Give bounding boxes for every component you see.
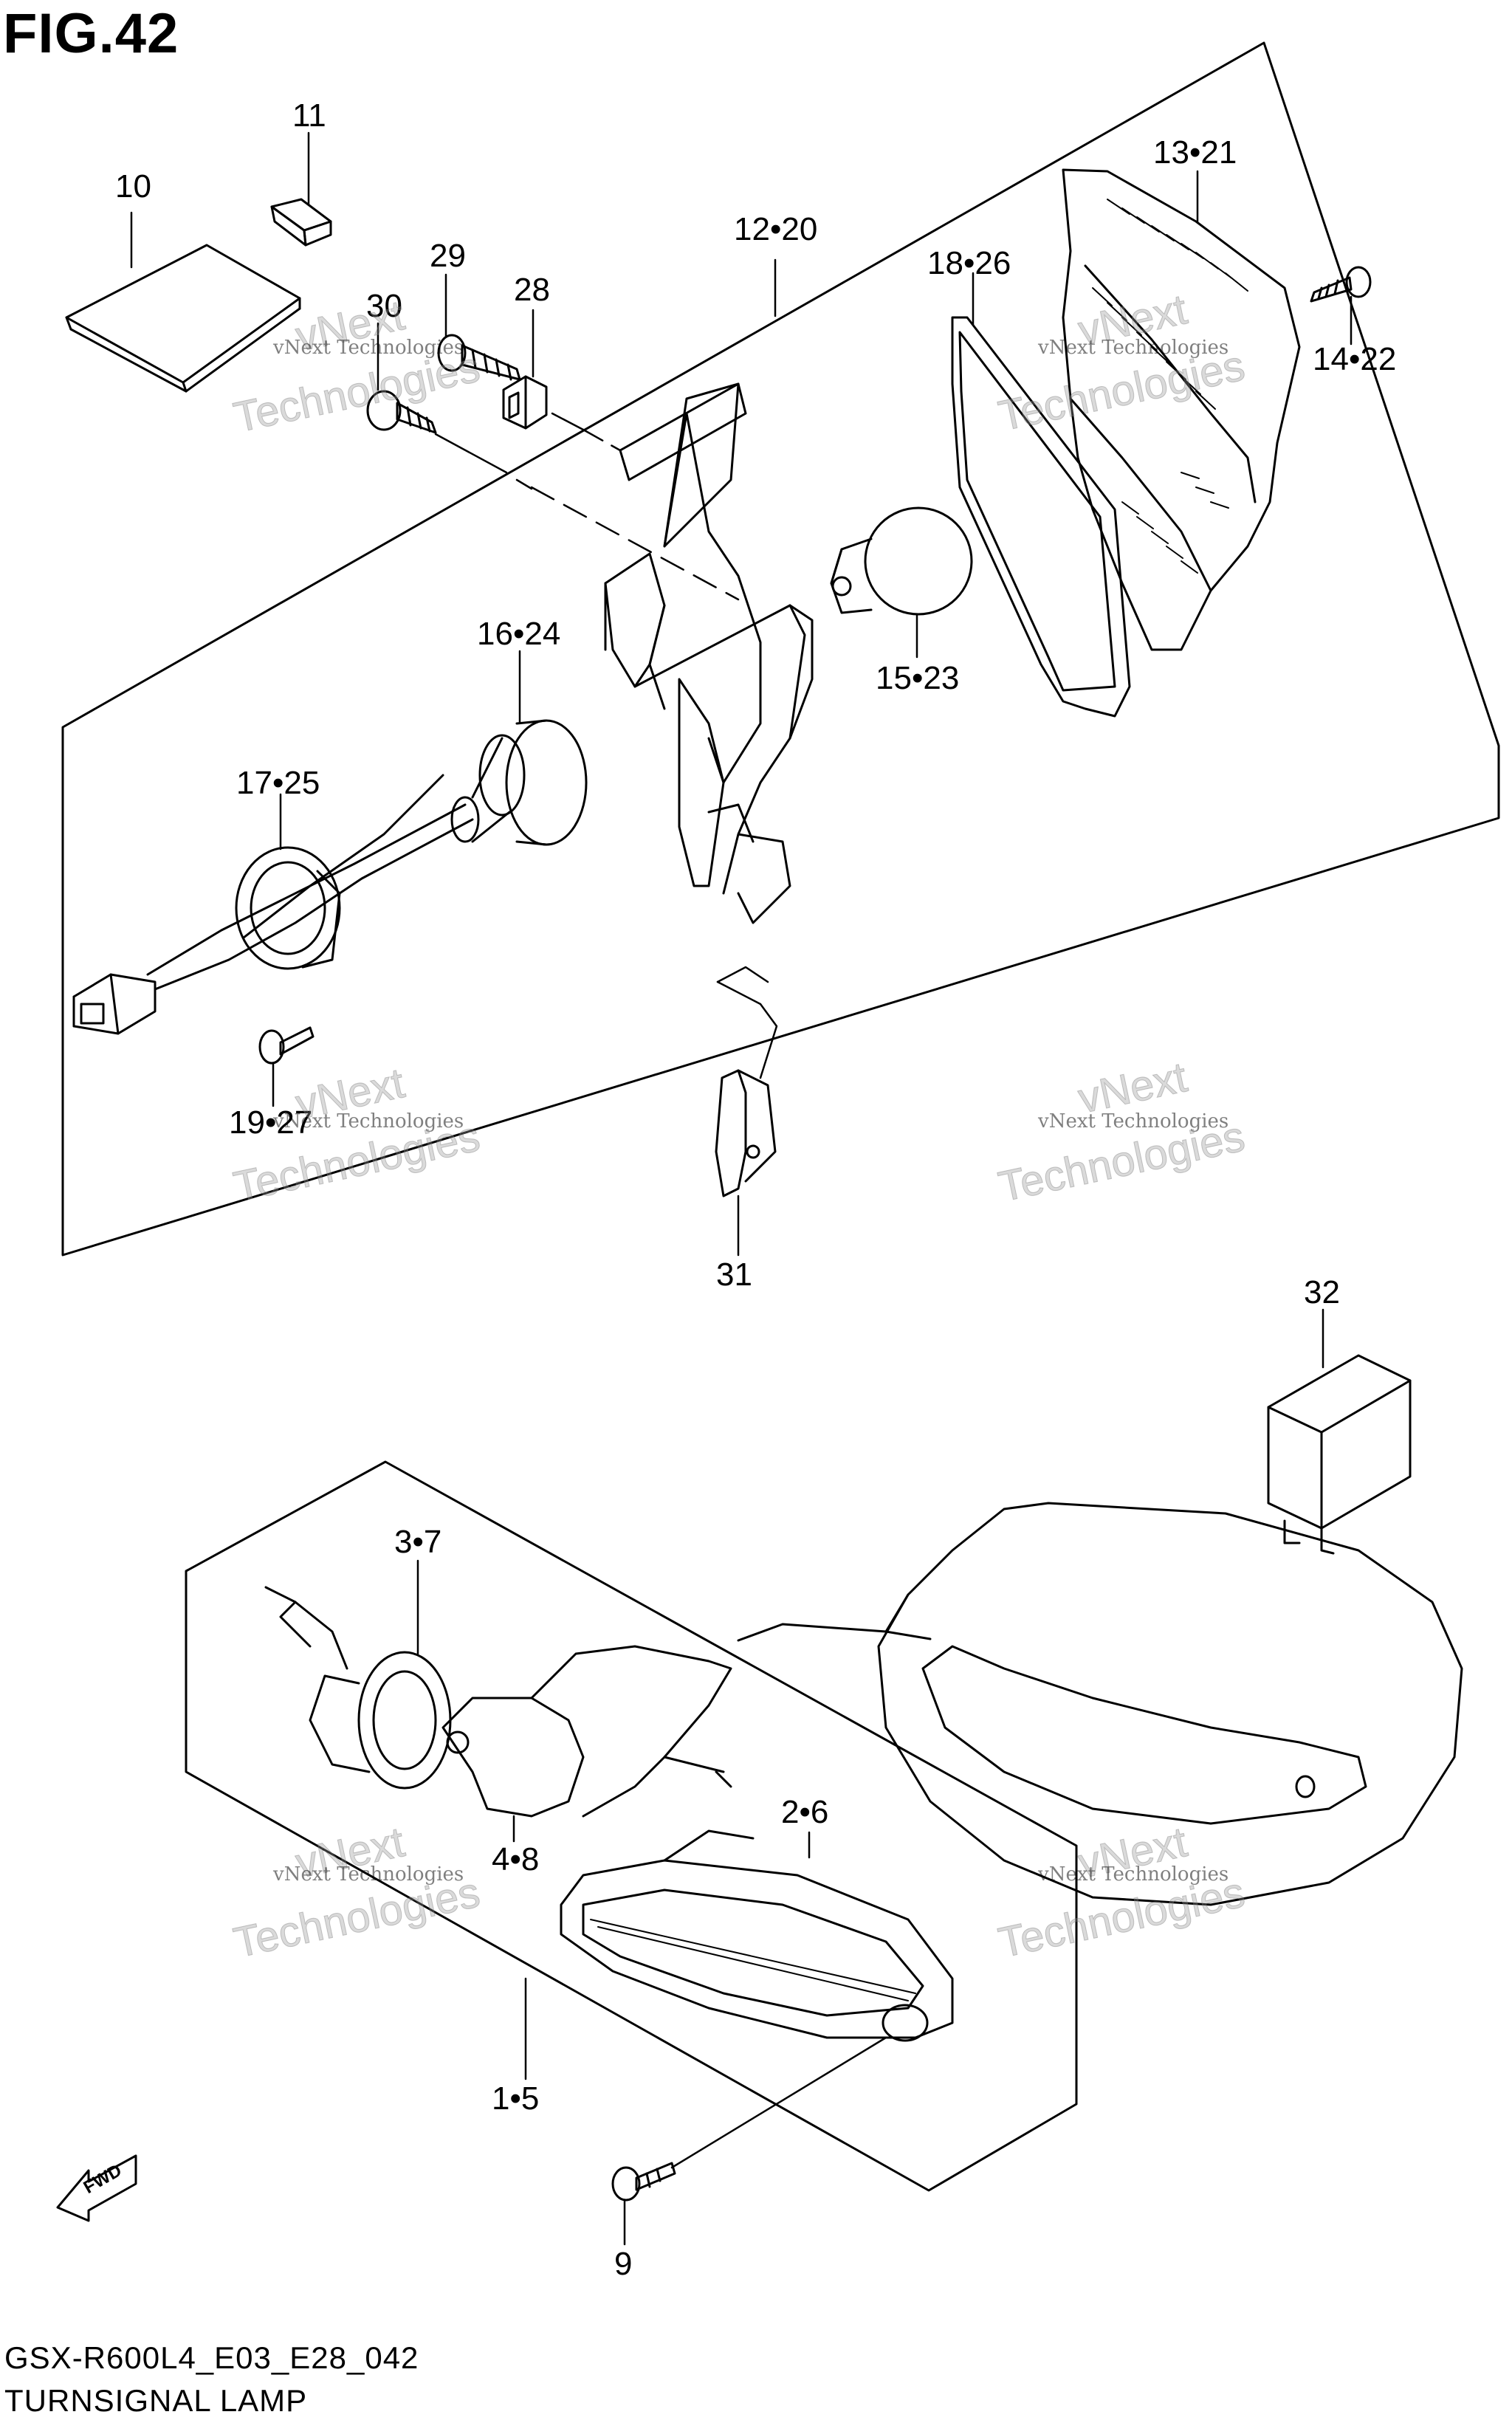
part-3-7-socket <box>266 1587 450 1788</box>
leader-31 <box>718 982 777 1078</box>
part-13-21-lens <box>1063 170 1299 650</box>
callout-31: 31 <box>716 1257 752 1293</box>
callout-1-5: 1•5 <box>492 2080 540 2117</box>
callout-3-7: 3•7 <box>394 1524 442 1560</box>
callout-9: 9 <box>614 2246 633 2282</box>
callout-29: 29 <box>430 238 466 274</box>
model-code: GSX-R600L4_E03_E28_042 <box>4 2340 419 2375</box>
part-18-26-gasket <box>952 317 1130 716</box>
callout-4-8: 4•8 <box>492 1841 540 1877</box>
callout-12-20: 12•20 <box>734 211 818 247</box>
callout-14-22: 14•22 <box>1313 341 1397 377</box>
figure-title: FIG.42 <box>3 2 179 65</box>
part-16-24-socket <box>452 721 586 845</box>
part-32-relay <box>1268 1355 1410 1553</box>
callout-30: 30 <box>366 288 402 324</box>
callout-28: 28 <box>514 272 550 308</box>
mirror-housing <box>738 1503 1462 1905</box>
upper-assembly-frame <box>63 43 1499 1255</box>
part-4-8-bulb <box>443 1698 583 1816</box>
callout-32: 32 <box>1304 1274 1340 1310</box>
callout-11: 11 <box>292 97 326 134</box>
part-31-clip <box>716 1070 775 1196</box>
callout-18-26: 18•26 <box>927 245 1011 281</box>
callout-16-24: 16•24 <box>477 616 561 652</box>
callout-13-21: 13•21 <box>1153 134 1237 171</box>
watermark-text: vNext Technologies <box>273 1863 464 1886</box>
callout-17-25: 17•25 <box>236 765 320 801</box>
part-12-20-bracket <box>605 384 812 923</box>
lower-assembly-frame <box>186 1462 1076 2190</box>
fwd-arrow-icon <box>58 2156 136 2221</box>
watermark-text: vNext Technologies <box>273 337 464 359</box>
part-9-screw <box>613 2163 675 2200</box>
part-19-27-screw <box>260 1028 313 1063</box>
callout-2-6: 2•6 <box>781 1794 829 1830</box>
watermark-text: vNext Technologies <box>273 1110 464 1133</box>
lamp-housing <box>532 1646 731 1816</box>
callout-10: 10 <box>115 168 151 205</box>
part-10-label-sheet <box>66 245 300 391</box>
part-2-6-lens <box>561 1831 952 2041</box>
watermark-text: vNext Technologies <box>1038 337 1229 359</box>
callout-15-23: 15•23 <box>876 660 960 696</box>
part-15-23-bulb <box>831 508 972 614</box>
figure-name: TURNSIGNAL LAMP <box>4 2383 308 2418</box>
watermark-text: vNext Technologies <box>1038 1863 1229 1886</box>
part-14-22-screw <box>1311 267 1370 301</box>
watermark-text: vNext Technologies <box>1038 1110 1229 1133</box>
part-30-screw <box>368 391 436 433</box>
part-11-pad <box>272 199 331 245</box>
callout-19-27: 19•27 <box>229 1104 313 1141</box>
part-17-25-harness <box>74 775 472 1034</box>
part-28-clip <box>504 377 546 428</box>
